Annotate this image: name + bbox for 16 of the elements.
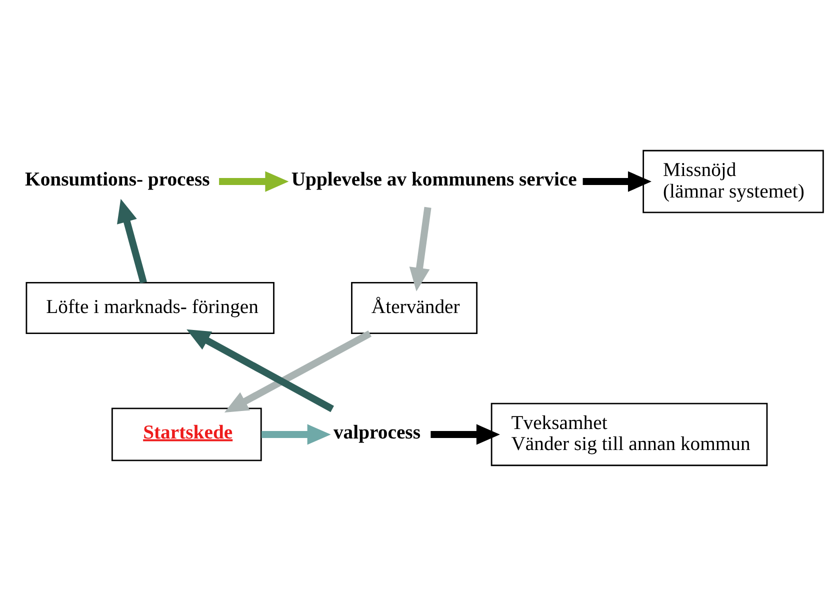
- arrow: [224, 330, 372, 412]
- node-text: Upplevelse av kommunens service: [291, 168, 577, 190]
- node-box: Startskede: [111, 407, 262, 461]
- arrow: [219, 170, 289, 192]
- node-box: Återvänder: [351, 282, 478, 334]
- node-box: Tveksamhet Vänder sig till annan kommun: [490, 402, 768, 466]
- node-text: Konsumtions- process: [25, 168, 210, 190]
- arrow: [186, 328, 334, 412]
- node-box: Löfte i marknads- föringen: [26, 282, 274, 334]
- node-box: Missnöjd (lämnar systemet): [642, 149, 824, 213]
- arrow: [409, 206, 432, 291]
- arrow: [430, 424, 500, 444]
- arrow: [261, 424, 331, 444]
- arrow: [582, 170, 652, 192]
- arrow: [117, 198, 147, 284]
- node-text: valprocess: [333, 420, 420, 443]
